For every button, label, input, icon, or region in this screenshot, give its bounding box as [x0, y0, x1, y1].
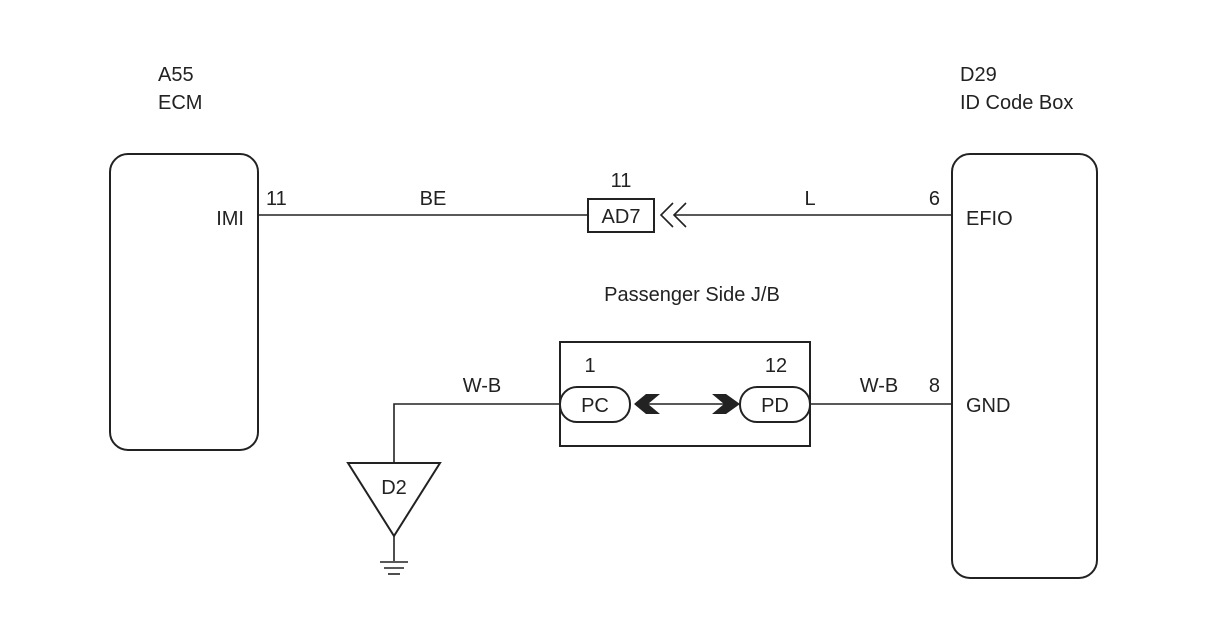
- connector-ad7-label: AD7: [602, 206, 641, 228]
- id-code-box-name: ID Code Box: [960, 92, 1073, 114]
- ground-symbol-icon: [380, 561, 408, 575]
- id-code-box-code: D29: [960, 64, 997, 86]
- id-box-pin-gnd-number: 8: [929, 375, 940, 397]
- ground-point-triangle: [346, 462, 442, 538]
- jb-terminal-pc-label: PC: [581, 395, 609, 417]
- ecm-name: ECM: [158, 92, 202, 114]
- junction-block-title: Passenger Side J/B: [604, 284, 780, 306]
- wire-color-wb-left: W-B: [463, 375, 502, 397]
- jb-pc-arrow-icon: [634, 394, 660, 414]
- ecm-block: [109, 153, 259, 451]
- ecm-code: A55: [158, 64, 194, 86]
- connector-ad7-pin: 11: [611, 170, 632, 192]
- connector-ad7-box: [587, 198, 655, 233]
- jb-terminal-pd-pin: 12: [765, 355, 787, 377]
- ecm-pin-imi-number: 11: [266, 188, 287, 210]
- jb-terminal-pd-label: PD: [761, 395, 789, 417]
- wire-color-l: L: [804, 188, 815, 210]
- connector-chevron-1: [659, 202, 674, 228]
- id-box-pin-gnd-label: GND: [966, 395, 1010, 417]
- jb-pd-arrow-icon: [712, 394, 740, 414]
- id-code-box-block: [951, 153, 1098, 579]
- ground-point-label: D2: [381, 477, 407, 499]
- ecm-pin-imi-label: IMI: [216, 208, 244, 230]
- wire-color-wb-right: W-B: [860, 375, 899, 397]
- wire-ground-to-pc: [393, 403, 560, 463]
- wire-color-be: BE: [420, 188, 447, 210]
- id-box-pin-efio-label: EFIO: [966, 208, 1013, 230]
- id-box-pin-efio-number: 6: [929, 188, 940, 210]
- jb-terminal-pc-pin: 1: [584, 355, 595, 377]
